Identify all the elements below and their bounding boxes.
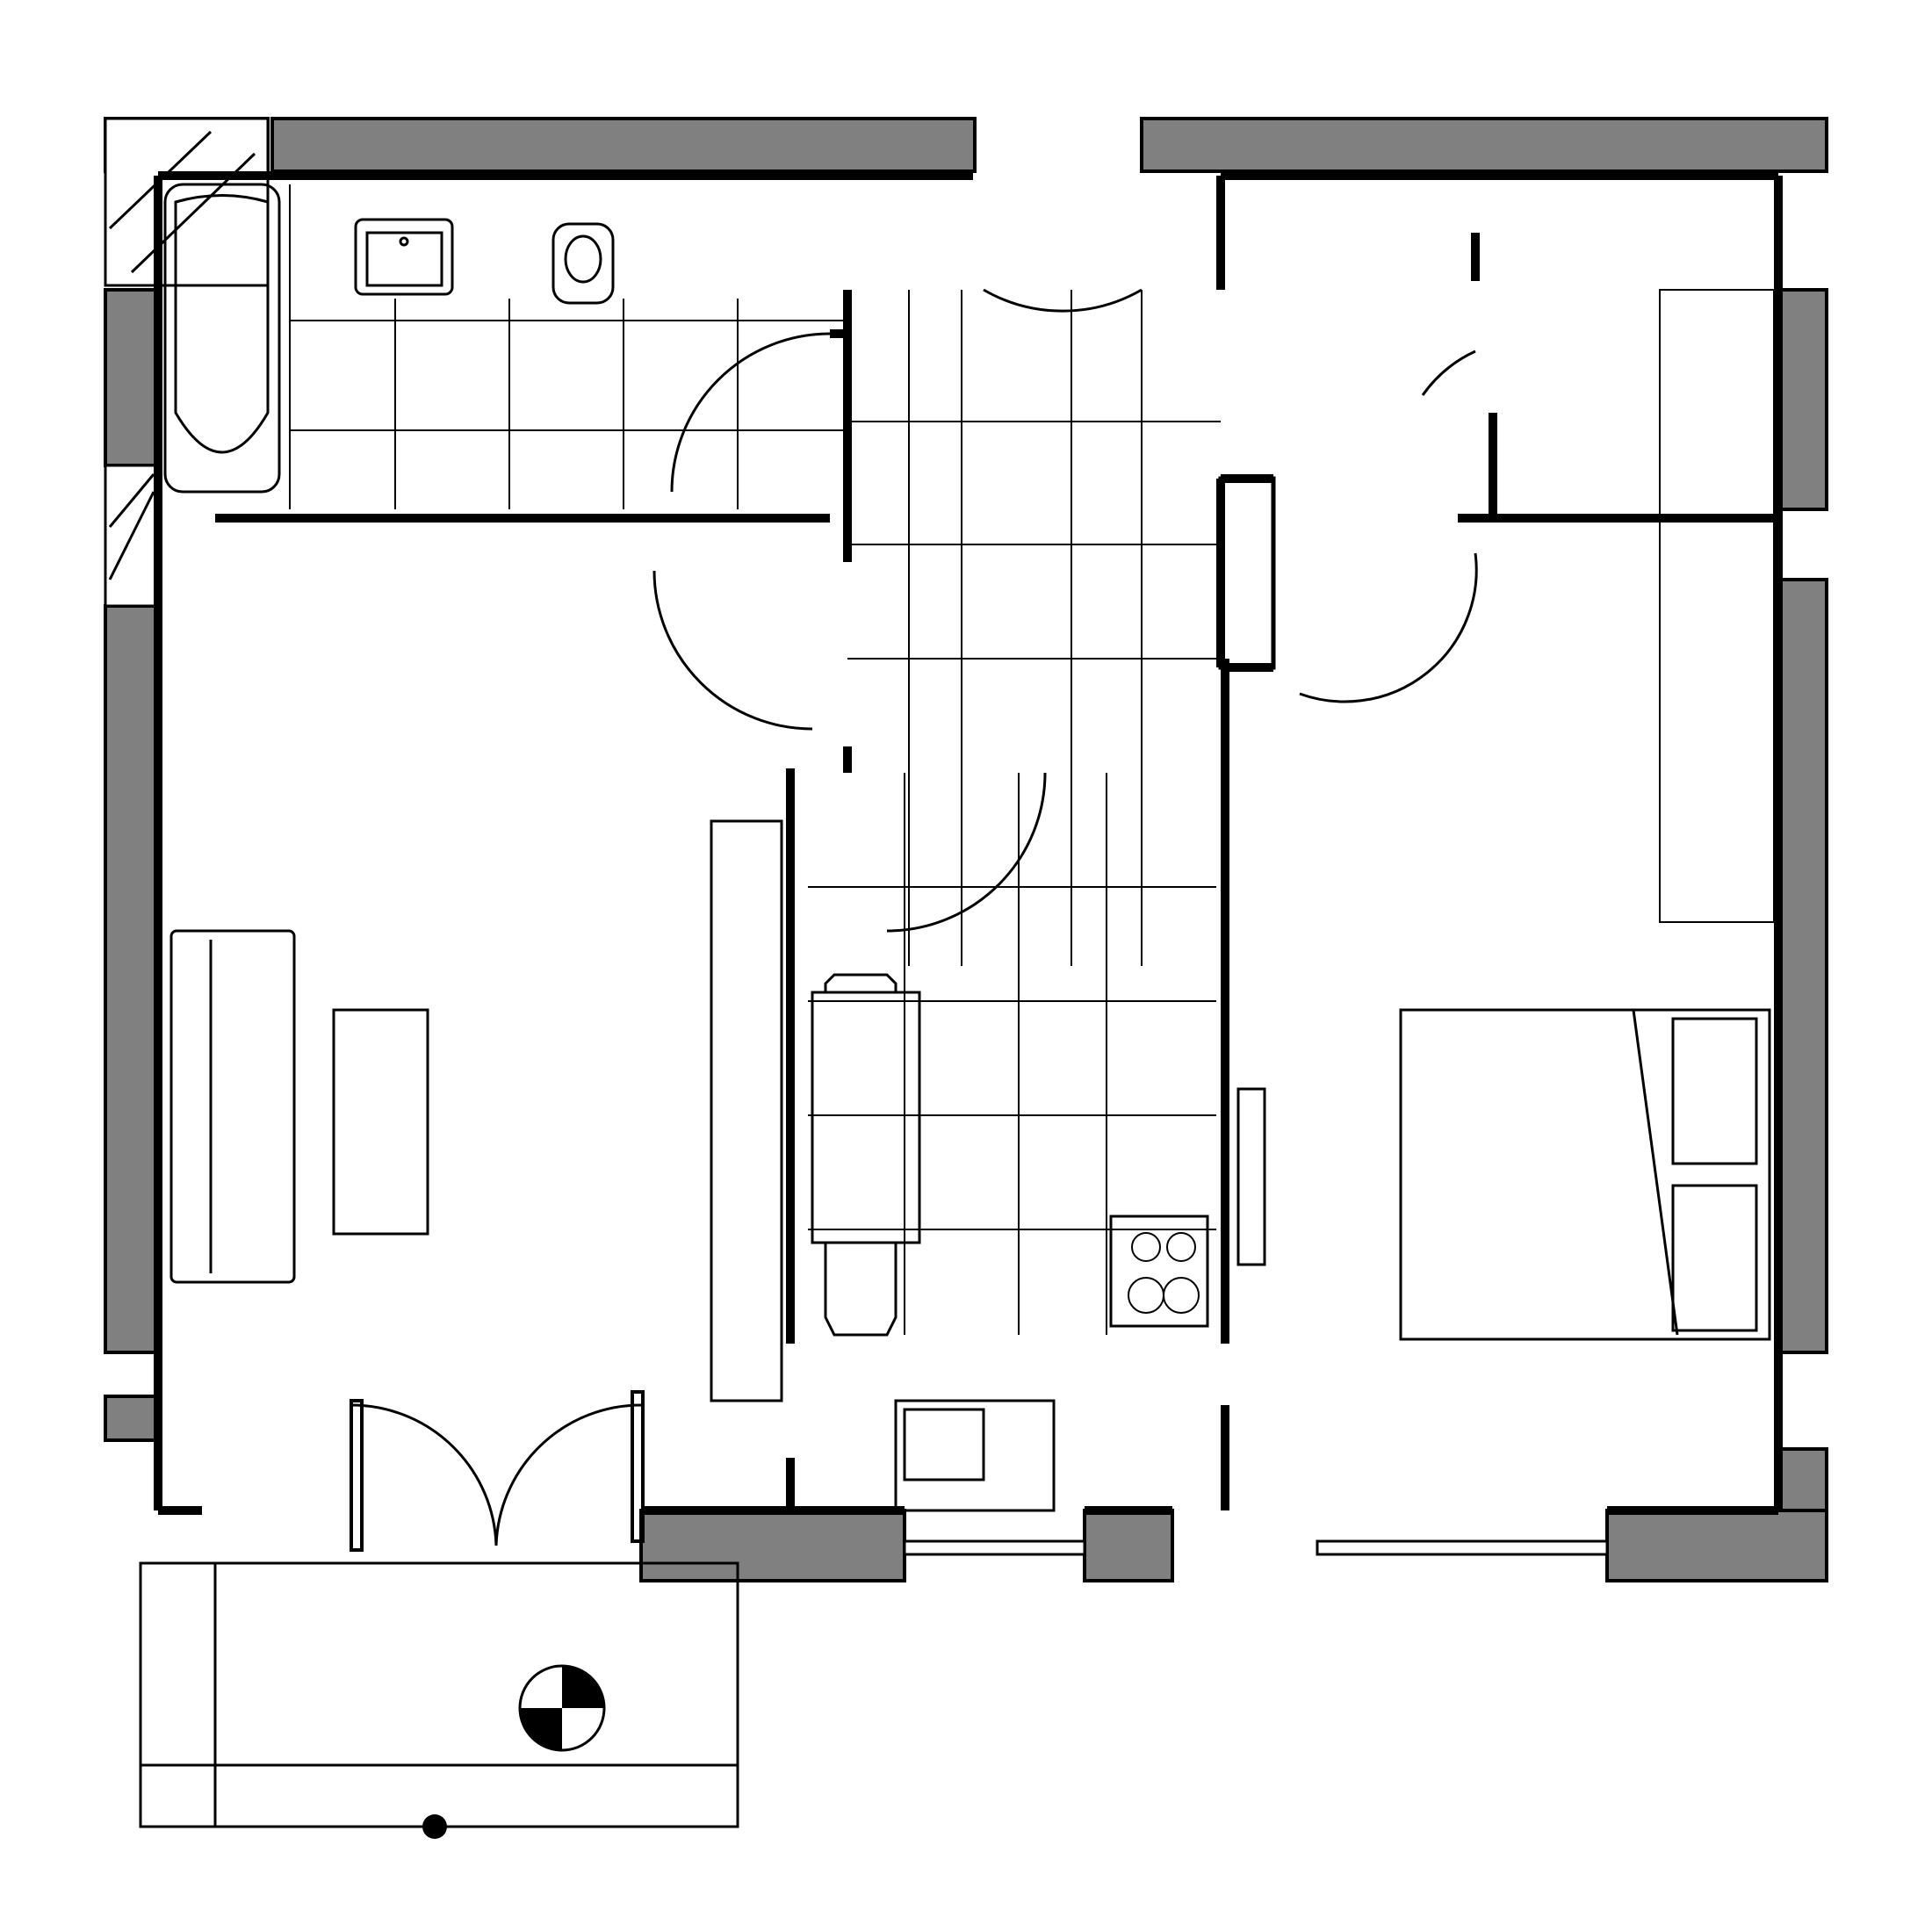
coffee-table <box>332 1008 429 1236</box>
wall-west-main <box>104 604 160 1354</box>
door-swings <box>350 288 1478 1546</box>
window <box>903 1539 1086 1556</box>
door-swing-arc <box>494 1403 642 1546</box>
kitchen <box>808 773 1216 1337</box>
windows <box>903 1539 1609 1556</box>
north-arrow-symbol <box>422 1664 606 1839</box>
hob-burners <box>1128 1232 1200 1314</box>
entrance-area <box>350 1390 1056 1552</box>
burner-2 <box>1166 1232 1196 1262</box>
double-bed <box>1399 1008 1771 1341</box>
sofa <box>169 929 296 1284</box>
wardrobe <box>1659 289 1775 923</box>
chair-bottom <box>824 1241 898 1337</box>
bathroom-tile-grid <box>290 299 843 509</box>
wall-south-1 <box>639 1509 906 1582</box>
gas-hob <box>1109 1215 1209 1328</box>
wall-south-3 <box>1605 1509 1828 1582</box>
wall-south-2 <box>1083 1509 1174 1582</box>
burner-4 <box>1163 1277 1200 1314</box>
bathtub <box>163 183 281 494</box>
chair-top <box>824 973 898 994</box>
wall-west-upper <box>104 288 160 467</box>
tv-unit <box>1236 1087 1266 1266</box>
bathtub-basin <box>174 194 270 454</box>
wall-west-lower <box>104 1395 160 1442</box>
burner-1 <box>1131 1232 1161 1262</box>
wall-north-right <box>1140 117 1828 173</box>
window <box>1316 1539 1609 1556</box>
bathroom <box>163 183 843 509</box>
wall-east-upper <box>1777 288 1828 511</box>
wall-unit <box>710 819 783 1402</box>
column-nw <box>104 117 270 287</box>
door-swing-arc <box>350 1403 498 1546</box>
door-swing-arc <box>983 288 1143 313</box>
washbasin-bowl <box>365 231 443 287</box>
door-swing-arc <box>1299 552 1478 703</box>
toilet <box>551 222 615 305</box>
wall-east-main <box>1777 578 1828 1354</box>
living-room <box>169 819 783 1402</box>
wall-north-left <box>270 117 977 173</box>
door-swing-arc <box>670 332 831 493</box>
door-swing-arc <box>886 772 1047 933</box>
washbasin <box>354 218 454 296</box>
hallway <box>847 290 1276 966</box>
toilet-bowl <box>564 234 602 284</box>
door-swing-arc <box>1421 350 1476 396</box>
pillow-1 <box>1671 1017 1758 1165</box>
hatched-columns <box>104 117 270 608</box>
pillow-2 <box>1671 1184 1758 1332</box>
door-swing-arc <box>652 570 813 731</box>
built-in-closet <box>1218 476 1276 670</box>
bedroom <box>1236 289 1775 1341</box>
sink <box>894 1399 1056 1512</box>
sink-bowl <box>903 1408 985 1481</box>
